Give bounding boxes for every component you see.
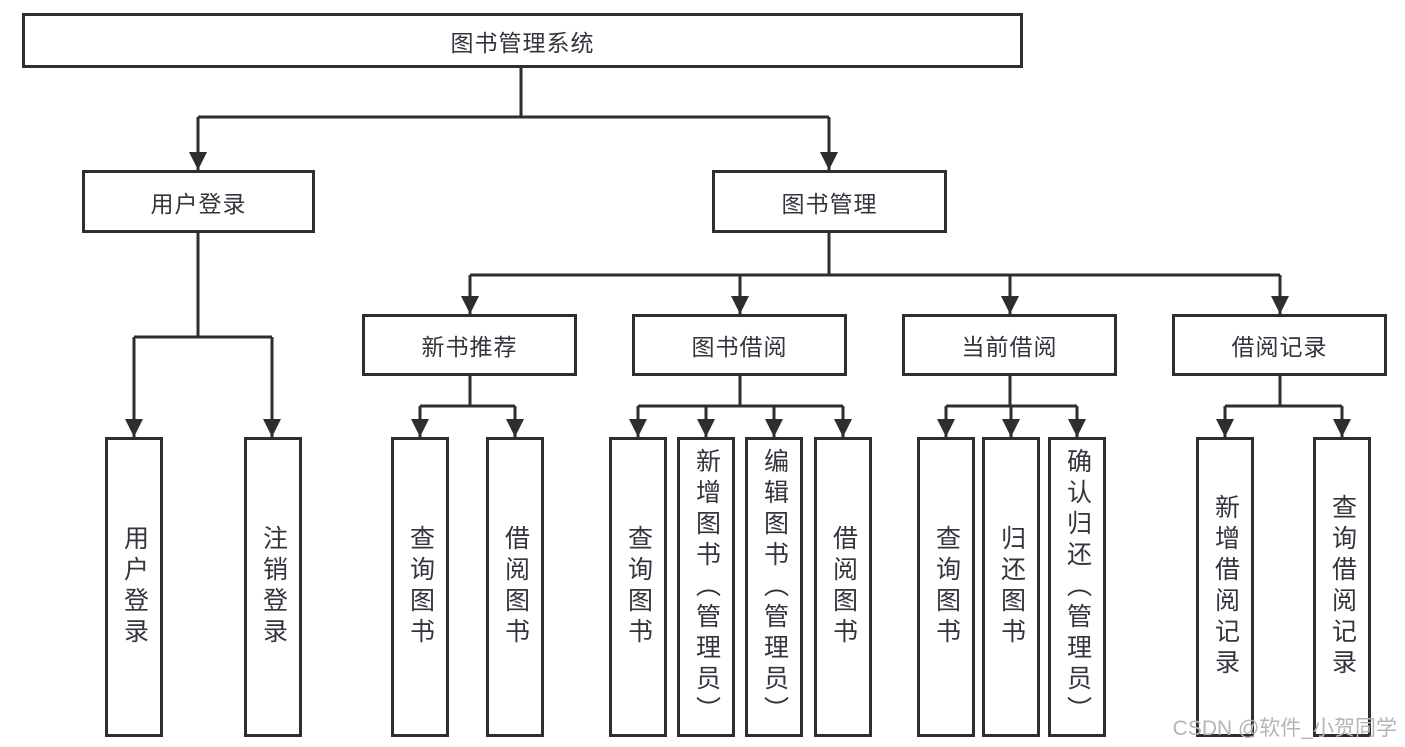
leaf-current-return-books-label: 归还图书 xyxy=(997,525,1026,649)
leaf-borrow-query-books: 查询图书 xyxy=(609,437,667,737)
leaf-user-login: 用户登录 xyxy=(105,437,163,737)
node-borrowing-records-label: 借阅记录 xyxy=(1231,334,1328,360)
node-new-book-recommendation-label: 新书推荐 xyxy=(421,334,518,360)
node-book-borrowing: 图书借阅 xyxy=(632,314,847,376)
node-user-login-label: 用户登录 xyxy=(150,190,247,217)
leaf-current-return-books: 归还图书 xyxy=(982,437,1040,737)
node-book-management: 图书管理 xyxy=(712,170,947,233)
leaf-user-login-label: 用户登录 xyxy=(120,525,149,649)
leaf-newrec-borrow-books-label: 借阅图书 xyxy=(501,525,530,649)
leaf-records-add-record-label: 新增借阅记录 xyxy=(1211,494,1240,680)
node-current-borrowing: 当前借阅 xyxy=(902,314,1117,376)
leaf-newrec-query-books: 查询图书 xyxy=(391,437,449,737)
leaf-records-add-record: 新增借阅记录 xyxy=(1196,437,1254,737)
node-borrowing-records: 借阅记录 xyxy=(1172,314,1387,376)
leaf-records-query-record: 查询借阅记录 xyxy=(1313,437,1371,737)
leaf-borrow-add-books-admin-label: 新增图书（管理员） xyxy=(692,447,721,727)
leaf-logout: 注销登录 xyxy=(244,437,302,737)
leaf-current-confirm-return-admin-label: 确认归还（管理员） xyxy=(1063,447,1092,727)
leaf-records-query-record-label: 查询借阅记录 xyxy=(1328,494,1357,680)
leaf-current-confirm-return-admin: 确认归还（管理员） xyxy=(1048,437,1106,737)
node-new-book-recommendation: 新书推荐 xyxy=(362,314,577,376)
leaf-borrow-borrow-books: 借阅图书 xyxy=(814,437,872,737)
node-book-borrowing-label: 图书借阅 xyxy=(691,334,788,360)
leaf-borrow-edit-books-admin-label: 编辑图书（管理员） xyxy=(760,447,789,727)
leaf-current-query-books-label: 查询图书 xyxy=(932,525,961,649)
leaf-logout-label: 注销登录 xyxy=(259,525,288,649)
leaf-borrow-add-books-admin: 新增图书（管理员） xyxy=(677,437,735,737)
node-current-borrowing-label: 当前借阅 xyxy=(961,334,1058,360)
leaf-newrec-borrow-books: 借阅图书 xyxy=(486,437,544,737)
node-user-login: 用户登录 xyxy=(82,170,315,233)
node-root-label: 图书管理系统 xyxy=(450,29,595,56)
leaf-newrec-query-books-label: 查询图书 xyxy=(406,525,435,649)
node-book-management-label: 图书管理 xyxy=(781,190,878,217)
leaf-current-query-books: 查询图书 xyxy=(917,437,975,737)
leaf-borrow-query-books-label: 查询图书 xyxy=(624,525,653,649)
leaf-borrow-borrow-books-label: 借阅图书 xyxy=(829,525,858,649)
node-root-system: 图书管理系统 xyxy=(22,13,1023,68)
leaf-borrow-edit-books-admin: 编辑图书（管理员） xyxy=(745,437,803,737)
csdn-watermark: CSDN @软件_小贺同学 xyxy=(1172,717,1397,740)
